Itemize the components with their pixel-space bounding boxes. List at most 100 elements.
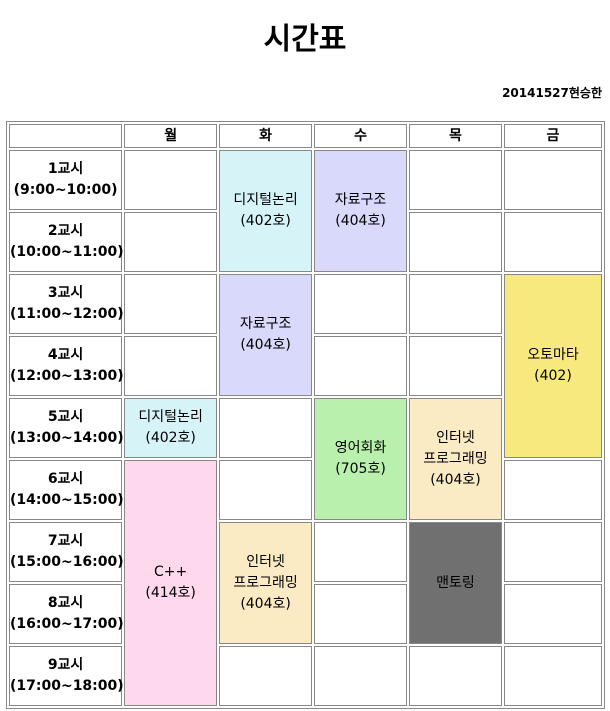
empty-cell [219, 460, 313, 520]
class-text: 디지털논리 [233, 192, 298, 208]
empty-cell [503, 584, 602, 644]
empty-cell [314, 274, 408, 334]
period-time: (13:00~14:00) [10, 430, 124, 446]
empty-cell [314, 584, 408, 644]
day-header: 화 [219, 124, 313, 148]
empty-cell [409, 150, 502, 210]
class-text: (705호) [335, 461, 386, 477]
empty-cell [124, 274, 218, 334]
empty-cell [409, 212, 502, 272]
class-text: 인터넷 [436, 429, 475, 446]
class-text: (404호) [240, 595, 291, 612]
period-row: 4교시 (12:00~13:00) [9, 336, 602, 396]
corner-cell [9, 124, 123, 148]
class-text: 프로그래밍 [423, 450, 488, 467]
class-cell-thu-mentoring: 맨토링 [409, 522, 502, 644]
period-row: 5교시 (13:00~14:00) 디지털논리 (402호) 영어회화 (705호) 인터넷… [9, 398, 602, 520]
period-label: 6교시 (14:00~15:00) [9, 460, 124, 520]
class-text: C++ [154, 564, 188, 580]
class-text: 영어회화 [334, 440, 387, 456]
period-label: 7교시 (15:00~16:00) [9, 522, 124, 582]
period-name: 8교시 [47, 595, 84, 611]
empty-cell [409, 646, 502, 706]
class-cell-tue-digital-logic: 디지털논리 (402호) [219, 150, 313, 272]
period-name: 5교시 [47, 409, 84, 425]
period-time: (16:00~17:00) [10, 616, 124, 632]
period-label: 4교시 (12:00~13:00) [9, 336, 124, 396]
class-text: (414호) [145, 585, 196, 601]
period-name: 2교시 [47, 223, 84, 239]
class-text: 오토마타 [527, 347, 579, 363]
period-row: 2교시 (10:00~11:00) [9, 212, 602, 272]
period-row: 3교시 (11:00~12:00) 자료구조 (404호) 오토마타 (402) [9, 274, 602, 458]
period-time: (9:00~10:00) [13, 182, 118, 198]
class-text: 프로그래밍 [233, 574, 298, 591]
class-text: 자료구조 [239, 316, 292, 332]
period-label: 9교시 (17:00~18:00) [9, 646, 124, 706]
class-cell-wed-data-structures: 자료구조 (404호) [314, 150, 408, 272]
author-id: 20141527현승한 [502, 86, 602, 100]
empty-cell [503, 522, 602, 582]
day-header: 목 [409, 124, 502, 148]
empty-cell [503, 212, 602, 272]
empty-cell [314, 646, 408, 706]
day-header: 월 [124, 124, 218, 148]
period-name: 1교시 [47, 161, 84, 177]
class-cell-mon-cpp: C++ (414호) [124, 460, 218, 706]
period-row: 6교시 (14:00~15:00) C++ (414호) [9, 460, 602, 706]
day-header: 금 [503, 124, 602, 148]
empty-cell [409, 336, 502, 396]
period-name: 9교시 [47, 657, 84, 673]
class-cell-fri-automata: 오토마타 (402) [503, 274, 602, 458]
period-label: 2교시 (10:00~11:00) [9, 212, 124, 272]
timetable-body: 1교시 (9:00~10:00) 디지털논리 (402호) 자료구조 (404호) 2교시 (… [9, 150, 602, 706]
class-text: 맨토링 [436, 574, 475, 591]
class-text: 자료구조 [334, 192, 387, 208]
period-label: 5교시 (13:00~14:00) [9, 398, 124, 458]
period-name: 4교시 [47, 347, 84, 363]
empty-cell [124, 150, 218, 210]
period-time: (12:00~13:00) [10, 368, 124, 384]
class-text: (404호) [430, 471, 481, 488]
empty-cell [219, 646, 313, 706]
period-label: 3교시 (11:00~12:00) [9, 274, 124, 334]
class-text: (402호) [145, 430, 196, 446]
empty-cell [314, 522, 408, 582]
class-text: 인터넷 [246, 553, 285, 570]
empty-cell [314, 336, 408, 396]
period-name: 6교시 [47, 471, 84, 487]
class-cell-mon-digital-logic: 디지털논리 (402호) [124, 398, 218, 458]
empty-cell [503, 150, 602, 210]
period-time: (10:00~11:00) [10, 244, 124, 260]
period-label: 1교시 (9:00~10:00) [9, 150, 123, 210]
class-cell-tue-data-structures: 자료구조 (404호) [219, 274, 313, 396]
period-time: (11:00~12:00) [10, 306, 124, 322]
period-time: (17:00~18:00) [10, 678, 124, 694]
class-text: (402) [534, 368, 572, 384]
empty-cell [124, 212, 218, 272]
day-header: 수 [314, 124, 408, 148]
class-text: (402호) [240, 213, 291, 229]
empty-cell [409, 274, 502, 334]
period-time: (15:00~16:00) [10, 554, 124, 570]
empty-cell [124, 336, 218, 396]
period-row: 8교시 (16:00~17:00) [9, 584, 602, 644]
empty-cell [503, 460, 602, 520]
period-name: 7교시 [47, 533, 84, 549]
page-title: 시간표 [263, 22, 347, 57]
class-cell-wed-english: 영어회화 (705호) [314, 398, 408, 520]
empty-cell [219, 398, 313, 458]
period-row: 9교시 (17:00~18:00) [9, 646, 602, 706]
period-time: (14:00~15:00) [10, 492, 124, 508]
period-row: 1교시 (9:00~10:00) 디지털논리 (402호) 자료구조 (404호) [9, 150, 602, 272]
period-label: 8교시 (16:00~17:00) [9, 584, 124, 644]
class-text: (404호) [240, 337, 291, 353]
class-text: 디지털논리 [138, 409, 203, 425]
class-text: (404호) [335, 213, 386, 229]
period-name: 3교시 [47, 285, 84, 301]
